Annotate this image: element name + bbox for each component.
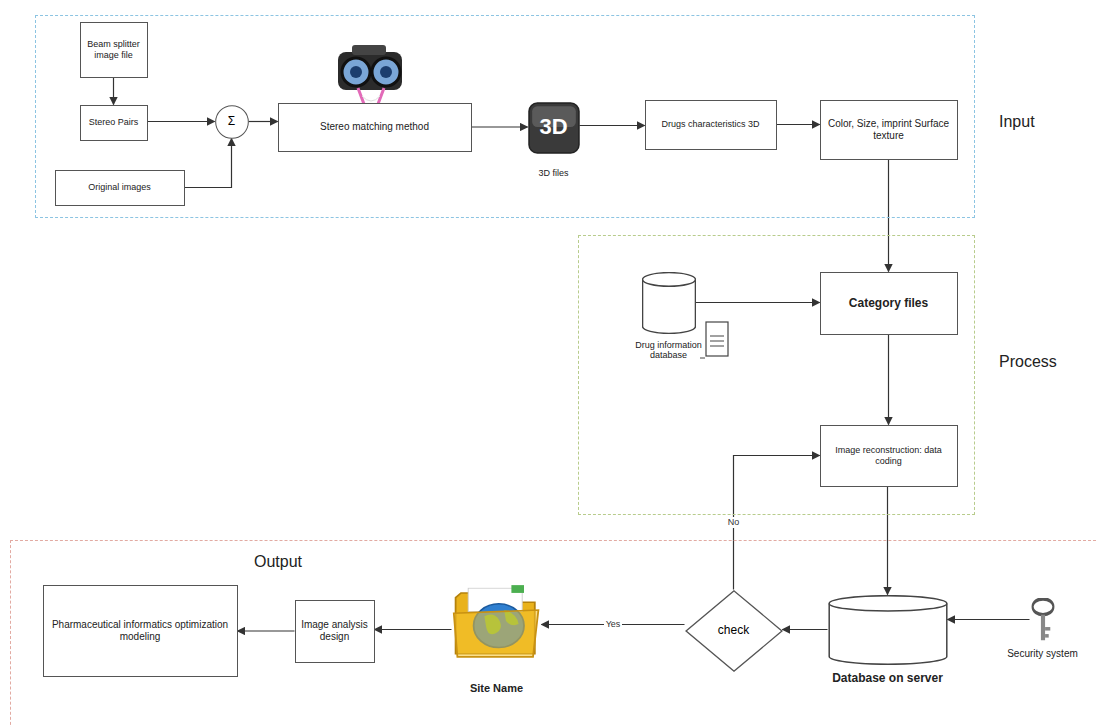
box-text: Original images <box>88 182 151 193</box>
connector-arrow <box>783 629 828 630</box>
icon-caption: Security system <box>1003 648 1083 659</box>
edge-label: No <box>726 517 742 528</box>
box-text: Drugs characteristics 3D <box>661 119 759 130</box>
sum-symbol: Σ <box>228 114 235 128</box>
icon-caption: 3D files <box>508 168 600 178</box>
edge-label: Yes <box>604 619 623 630</box>
region-frame: OutputDatabase on serverSecurity systemc… <box>10 540 1098 727</box>
connector-arrow <box>777 124 820 125</box>
process-box: Stereo matching method <box>278 103 472 152</box>
stereo-camera-icon <box>338 45 402 107</box>
process-box: Category files <box>820 272 958 335</box>
box-text: Image reconstruction: data coding <box>826 445 952 467</box>
process-box: Drugs characteristics 3D <box>645 100 777 150</box>
connector-arrow <box>948 619 1030 620</box>
connector-arrow <box>472 126 528 127</box>
server-icon <box>700 322 728 358</box>
process-box: Image analysis design <box>295 600 375 663</box>
box-text: Stereo matching method <box>320 121 429 133</box>
3d-file-icon: 3D3D files <box>528 102 580 154</box>
region-frame: ProcessDrug information databaseCategory… <box>578 235 975 515</box>
decision-diamond: check <box>685 590 783 672</box>
process-box: Original images <box>55 170 185 206</box>
cylinder-outline <box>642 272 696 334</box>
region-label: Output <box>254 553 302 571</box>
connector-arrow <box>249 121 278 122</box>
icon-caption: Site Name <box>457 682 537 694</box>
box-text: Image analysis design <box>301 619 369 643</box>
folder-drawing <box>452 582 542 660</box>
connector-arrow <box>888 160 889 272</box>
process-box: Color, Size, imprint Surface texture <box>820 100 958 160</box>
box-text: Beam splitter image file <box>86 39 142 61</box>
connector-arrow <box>113 78 114 105</box>
box-text: Stereo Pairs <box>89 117 139 128</box>
process-box: Image reconstruction: data coding <box>820 425 958 487</box>
box-text: Pharmaceutical informatics optimization … <box>49 619 232 643</box>
cylinder-outline <box>828 595 948 665</box>
decision-text: check <box>718 623 749 637</box>
process-box: Stereo Pairs <box>80 105 148 141</box>
icon-text: 3D <box>539 114 567 140</box>
website-folder-icon: Site Name <box>452 582 542 660</box>
sum-circle: Σ <box>215 105 249 139</box>
key-drawing <box>1030 598 1056 642</box>
process-box: Beam splitter image file <box>80 22 148 78</box>
connector-arrow <box>580 125 645 126</box>
connector-arrow <box>696 302 820 303</box>
box-text: Color, Size, imprint Surface texture <box>826 118 952 142</box>
connector-arrow <box>238 630 295 631</box>
icon-caption: Drug information database <box>619 340 719 360</box>
box-text: Category files <box>849 296 928 310</box>
region-frame: InputBeam splitter image fileStereo Pair… <box>35 15 975 218</box>
security-key-icon: Security system <box>1030 598 1056 642</box>
connector-arrow <box>375 629 452 630</box>
process-box: Pharmaceutical informatics optimization … <box>43 585 238 677</box>
region-label: Process <box>999 353 1057 371</box>
database-cylinder: Drug information database <box>642 272 696 334</box>
connector-arrow <box>148 121 215 122</box>
icon-caption: Database on server <box>818 671 958 685</box>
database-cylinder: Database on server <box>828 595 948 665</box>
connector-arrow <box>734 456 820 590</box>
connector-arrow <box>185 139 232 188</box>
region-label: Input <box>999 113 1035 131</box>
connector-arrow <box>888 335 889 425</box>
